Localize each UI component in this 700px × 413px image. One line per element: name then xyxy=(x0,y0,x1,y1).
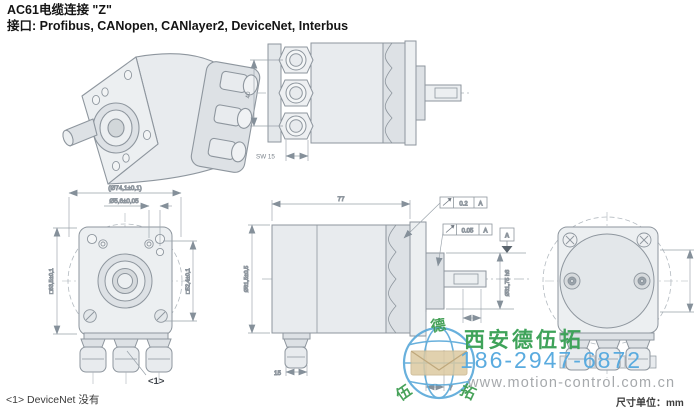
runout-frame-2 xyxy=(435,223,493,267)
dim-77-label: 77 xyxy=(337,196,345,203)
dim-square-right xyxy=(163,240,197,322)
side-view: 77 Ø61,5±0,5 Ø31,75 h8 15 7 xyxy=(244,196,530,393)
iso-gland-block xyxy=(190,61,261,173)
dim-outer-dia xyxy=(68,189,182,237)
runout-1-value: 0.2 xyxy=(459,202,468,208)
dim-body-dia xyxy=(248,224,270,334)
dim-40-label: 40 xyxy=(245,91,252,99)
rear-side-screws xyxy=(563,272,651,290)
shaft xyxy=(443,270,487,288)
dim-bolt-dia xyxy=(104,202,172,246)
rear-dim-line xyxy=(660,249,694,313)
runout-icon xyxy=(442,198,452,206)
dim-square-left-label: □63,5±0,1 xyxy=(49,268,55,294)
end-plate xyxy=(404,40,417,146)
runout-1-datum: A xyxy=(478,202,482,208)
dim-40 xyxy=(250,59,283,127)
pilot xyxy=(425,252,445,310)
dim-77 xyxy=(271,200,411,221)
front-cable-glands xyxy=(79,338,173,384)
page-title: AC61电缆连接 "Z" xyxy=(7,3,112,17)
body-housing xyxy=(271,224,387,334)
dim-gland-15-label: 15 xyxy=(274,370,282,377)
dim-shaft-aux xyxy=(462,289,482,323)
bottom-screws xyxy=(83,309,168,323)
front-view: (Ø74,1±0,1) Ø5,6±0,05 □63,5±0,1 □52,4±0,… xyxy=(49,185,197,387)
top-side-view: 40 SW 15 xyxy=(245,40,470,161)
iso-shaft-boss xyxy=(62,102,140,154)
dim-sw15-label: SW 15 xyxy=(256,154,275,161)
shaft-flat xyxy=(453,273,479,285)
dim-sw15 xyxy=(285,140,309,161)
clamp-ring xyxy=(385,224,411,334)
callout-1-label: <1> xyxy=(148,376,165,387)
rear-body-circle xyxy=(559,233,655,329)
dim-outer-dia-label: (Ø74,1±0,1) xyxy=(108,185,142,192)
rear-view xyxy=(542,212,694,378)
runout-2-value: 0.05 xyxy=(462,229,474,235)
pilot-boss xyxy=(415,65,426,121)
shaft-flat xyxy=(434,87,458,99)
runout-2-datum: A xyxy=(483,229,487,235)
rear-corner-screws xyxy=(562,232,652,248)
shaft xyxy=(424,84,462,102)
page-subtitle: 接口: Profibus, CANopen, CANlayer2, Device… xyxy=(7,18,349,33)
body-cylinder xyxy=(310,42,384,144)
datum-flag-label: A xyxy=(505,234,510,240)
clamp-ring xyxy=(382,42,406,144)
iso-view xyxy=(62,53,261,185)
dim-pilot-dia-label: Ø31,75 h8 xyxy=(505,270,511,297)
callout-leader xyxy=(126,350,147,376)
runout-frame-1 xyxy=(403,196,488,239)
dim-gland-15 xyxy=(285,365,308,376)
units-note: 尺寸单位：mm xyxy=(616,398,684,409)
datum-flag xyxy=(499,227,515,253)
dim-square-left xyxy=(53,227,77,335)
rear-cable-glands xyxy=(565,339,651,371)
dim-body-dia-label: Ø61,5±0,5 xyxy=(244,266,250,293)
page-title-block: AC61电缆连接 "Z" 接口: Profibus, CANopen, CANl… xyxy=(7,3,348,34)
dim-pilot-7-label: 7 xyxy=(449,385,453,392)
iso-bolt-holes xyxy=(91,69,152,172)
side-cable-gland xyxy=(282,332,311,369)
hex-cable-glands xyxy=(278,46,314,140)
dim-pilot-7 xyxy=(425,312,445,391)
dim-pilot-dia xyxy=(446,252,526,310)
footnote-devicenet: <1> DeviceNet 没有 xyxy=(6,394,100,406)
dim-square-right-label: □52,4±0,1 xyxy=(186,268,192,294)
rear-plate xyxy=(409,221,427,337)
runout-icon xyxy=(445,225,455,233)
dim-bolt-dia-label: Ø5,6±0,05 xyxy=(109,198,139,205)
